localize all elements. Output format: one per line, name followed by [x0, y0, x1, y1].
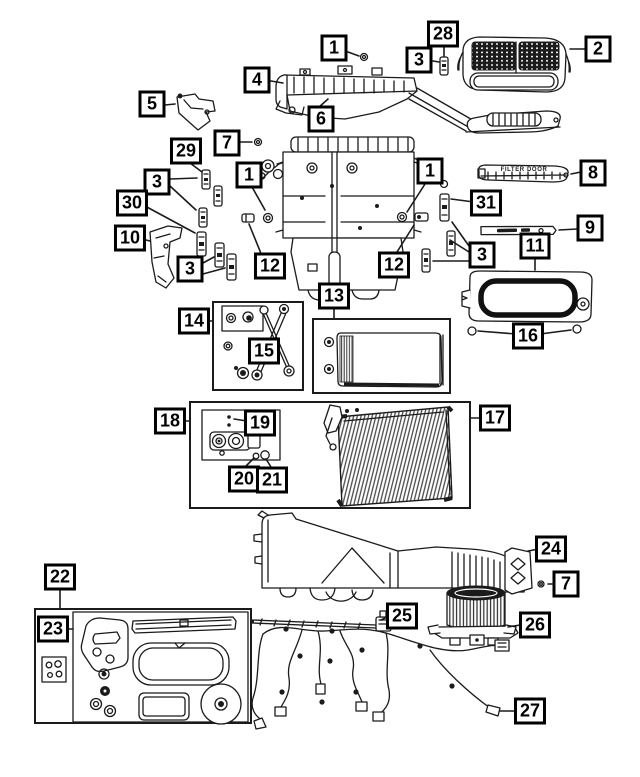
callout-1[interactable]: 1 — [235, 161, 263, 189]
callout-22[interactable]: 22 — [43, 563, 77, 591]
callout-10[interactable]: 10 — [113, 224, 147, 252]
callout-6[interactable]: 6 — [307, 105, 335, 133]
filter-door-part: FILTER DOOR — [477, 164, 569, 183]
screw-icon — [241, 52, 582, 588]
callout-24[interactable]: 24 — [534, 535, 568, 563]
callout-7[interactable]: 7 — [552, 570, 580, 598]
callout-5[interactable]: 5 — [138, 90, 166, 118]
callout-1[interactable]: 1 — [416, 157, 444, 185]
callout-15[interactable]: 15 — [247, 337, 281, 365]
callout-25[interactable]: 25 — [385, 602, 419, 630]
control-kit-box — [34, 608, 252, 725]
wiring-harness-part — [251, 626, 510, 730]
callout-18[interactable]: 18 — [153, 407, 187, 435]
callout-19[interactable]: 19 — [243, 409, 277, 437]
callout-9[interactable]: 9 — [576, 214, 604, 242]
callout-16[interactable]: 16 — [511, 322, 545, 350]
callout-21[interactable]: 21 — [255, 466, 289, 494]
callout-30[interactable]: 30 — [115, 189, 149, 217]
side-duct-part — [149, 225, 183, 289]
actuator-parts — [196, 56, 456, 281]
heater-core-box — [312, 318, 451, 394]
callout-31[interactable]: 31 — [469, 189, 503, 217]
callout-12[interactable]: 12 — [253, 252, 287, 280]
upper-housing-part — [275, 65, 561, 134]
lower-housing-part — [253, 510, 533, 602]
callout-3[interactable]: 3 — [176, 255, 204, 283]
callout-2[interactable]: 2 — [584, 35, 612, 63]
callout-28[interactable]: 28 — [426, 20, 460, 48]
seal-plate-part — [461, 270, 593, 323]
callout-1[interactable]: 1 — [320, 34, 348, 62]
callout-8[interactable]: 8 — [579, 159, 607, 187]
callout-27[interactable]: 27 — [513, 697, 547, 725]
callout-17[interactable]: 17 — [478, 404, 512, 432]
filter-door-stamp: FILTER DOOR — [501, 167, 548, 173]
bracket-part — [176, 93, 216, 131]
air-inlet-housing-part — [457, 36, 571, 93]
callout-3[interactable]: 3 — [405, 46, 433, 74]
callout-23[interactable]: 23 — [36, 615, 70, 643]
callout-13[interactable]: 13 — [317, 282, 351, 310]
callout-3[interactable]: 3 — [468, 241, 496, 269]
callout-12[interactable]: 12 — [377, 251, 411, 279]
callout-4[interactable]: 4 — [243, 66, 271, 94]
callout-11[interactable]: 11 — [519, 232, 551, 260]
blower-motor-part — [427, 585, 519, 646]
callout-26[interactable]: 26 — [518, 611, 552, 639]
callout-29[interactable]: 29 — [169, 137, 203, 165]
callout-14[interactable]: 14 — [177, 307, 211, 335]
callout-7[interactable]: 7 — [213, 129, 241, 157]
aspirator-tube-part — [250, 610, 394, 632]
